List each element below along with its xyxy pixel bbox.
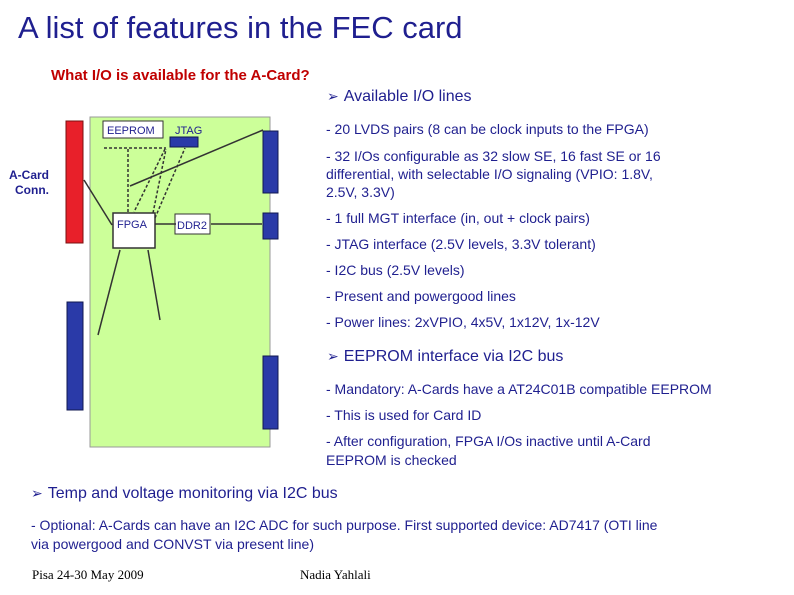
io-item: - 20 LVDS pairs (8 can be clock inputs t… <box>326 121 649 137</box>
arrow-bullet-icon: ➢ <box>327 88 339 104</box>
blue-connector-mid-right <box>262 212 279 240</box>
board <box>89 116 271 448</box>
io-item: 2.5V, 3.3V) <box>326 184 395 200</box>
eeprom-box <box>102 120 164 139</box>
footer-date: Pisa 24-30 May 2009 <box>32 567 144 582</box>
red-connector <box>65 120 84 244</box>
conn-label-line1: A-Card <box>9 168 49 182</box>
jtag-label: JTAG <box>175 125 202 137</box>
io-item: - Present and powergood lines <box>326 288 516 304</box>
blue-connector-bottom-right <box>262 355 279 430</box>
eeprom-label: EEPROM <box>107 125 155 137</box>
eeprom-heading: ➢EEPROM interface via I2C bus <box>327 348 564 365</box>
arrow-bullet-icon: ➢ <box>31 485 43 501</box>
io-item: - I2C bus (2.5V levels) <box>326 262 465 278</box>
eeprom-item: EEPROM is checked <box>326 452 457 468</box>
eeprom-item: - Mandatory: A-Cards have a AT24C01B com… <box>326 381 712 397</box>
jtag-connector <box>169 136 199 148</box>
blue-connector-left <box>66 301 84 411</box>
io-item: - 1 full MGT interface (in, out + clock … <box>326 210 590 226</box>
arrow-bullet-icon: ➢ <box>327 348 339 364</box>
eeprom-item: - This is used for Card ID <box>326 407 482 423</box>
io-item: differential, with selectable I/O signal… <box>326 166 653 182</box>
subtitle: What I/O is available for the A-Card? <box>51 67 310 84</box>
eeprom-item: - After configuration, FPGA I/Os inactiv… <box>326 433 651 449</box>
temp-item: via powergood and CONVST via present lin… <box>31 536 315 552</box>
available-io-heading: ➢Available I/O lines <box>327 88 472 105</box>
io-item: - Power lines: 2xVPIO, 4x5V, 1x12V, 1x-1… <box>326 314 600 330</box>
fpga-box <box>112 212 156 249</box>
conn-label-line2: Conn. <box>15 183 49 197</box>
page-title: A list of features in the FEC card <box>18 10 463 45</box>
footer-author: Nadia Yahlali <box>300 567 371 582</box>
blue-connector-top-right <box>262 130 279 194</box>
fpga-label: FPGA <box>117 219 148 231</box>
io-item: - JTAG interface (2.5V levels, 3.3V tole… <box>326 236 596 252</box>
temp-heading: ➢Temp and voltage monitoring via I2C bus <box>31 485 338 502</box>
ddr2-label: DDR2 <box>177 220 207 232</box>
temp-item: - Optional: A-Cards can have an I2C ADC … <box>31 517 658 533</box>
io-item: - 32 I/Os configurable as 32 slow SE, 16… <box>326 148 661 164</box>
